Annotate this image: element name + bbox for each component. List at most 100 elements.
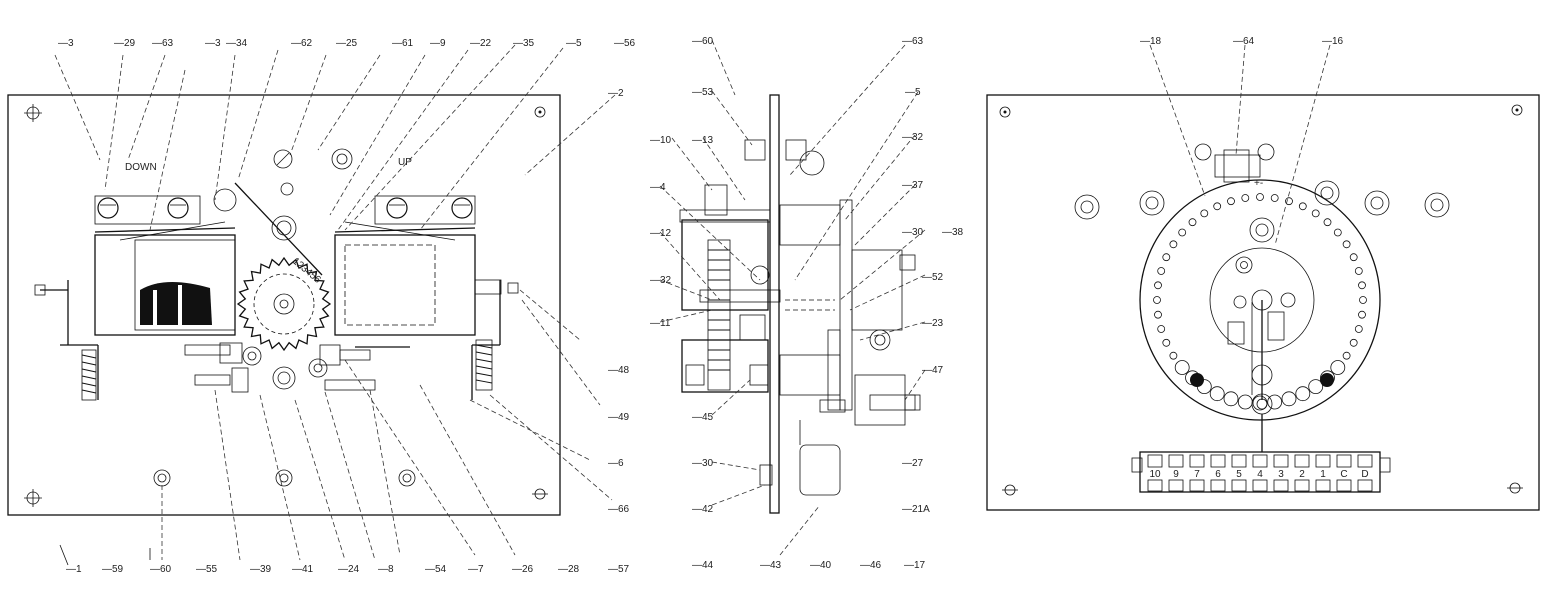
dial-hole: [1298, 202, 1307, 211]
callout-label: —5: [566, 38, 582, 49]
callout-label: —52: [922, 272, 944, 283]
callout-label: —47: [922, 365, 944, 376]
dial-hole: [1162, 253, 1171, 262]
callout-label: —12: [650, 228, 672, 239]
dial-hole: [1270, 194, 1279, 202]
dial-hole: [1330, 360, 1346, 375]
terminal-screw-top: [1315, 454, 1331, 468]
callout-label: —29: [114, 38, 136, 49]
terminal-screw-bottom: [1357, 479, 1373, 492]
terminal-label: 1: [1320, 469, 1326, 480]
dial-hole: [1342, 240, 1351, 249]
callout-label: —45: [692, 412, 714, 423]
dial-hole: [1237, 394, 1253, 410]
callout-label: —30: [692, 458, 714, 469]
dial-hole: [1153, 296, 1161, 304]
terminal-screw-bottom: [1231, 479, 1247, 492]
callout-label: —61: [392, 38, 414, 49]
terminal-label: 5: [1236, 469, 1242, 480]
dial-hole: [1333, 228, 1342, 237]
terminal-screw-top: [1336, 454, 1352, 468]
terminal-screw-top: [1357, 454, 1373, 468]
callout-label: —8: [378, 564, 394, 575]
callout-label: —30: [902, 227, 924, 238]
terminal-screw-bottom: [1294, 479, 1310, 492]
dial-hole: [1178, 228, 1187, 237]
dial-hole: [1308, 379, 1324, 395]
dial-hole: [1354, 325, 1363, 333]
selector-dial: [1139, 179, 1381, 452]
callout-label: —2: [608, 88, 624, 99]
callout-label: —48: [608, 365, 630, 376]
right-nuts: [1074, 180, 1450, 243]
middle-leaders: [659, 39, 926, 556]
callout-label: —37: [902, 180, 924, 191]
callout-label: —16: [1322, 36, 1344, 47]
callout-label: —6: [608, 458, 624, 469]
dial-hole: [1200, 209, 1209, 218]
callout-label: —17: [904, 560, 926, 571]
terminal-screw-top: [1168, 454, 1184, 468]
callout-label: —63: [152, 38, 174, 49]
callout-label: —11: [650, 318, 671, 329]
left-view: 123456: [7, 38, 636, 575]
svg-text:+-: +-: [1254, 178, 1263, 189]
callout-label: —60: [150, 564, 172, 575]
callout-label: —5: [905, 87, 921, 98]
middle-top-labels: —60—63: [692, 36, 924, 47]
callout-label: —41: [292, 564, 314, 575]
callout-label: —1: [66, 564, 82, 575]
middle-panel-edge: [769, 94, 780, 514]
dial-hole: [1241, 194, 1250, 202]
dial-hole: [1154, 281, 1162, 290]
left-nuts: [153, 148, 416, 487]
dial-hole: [1209, 386, 1225, 402]
dial-hole: [1267, 394, 1283, 410]
terminal-screw-top: [1210, 454, 1226, 468]
callout-label: —32: [902, 132, 924, 143]
callout-label: —27: [902, 458, 924, 469]
left-contact-assemblies: [184, 342, 410, 393]
terminal-screw-bottom: [1252, 479, 1268, 492]
terminal-label: D: [1361, 469, 1368, 480]
callout-label: —55: [196, 564, 218, 575]
callout-label: —3: [58, 38, 74, 49]
terminal-screw-top: [1273, 454, 1289, 468]
callout-label: —22: [470, 38, 492, 49]
dial-hole: [1213, 202, 1222, 211]
callout-label: —63: [902, 36, 924, 47]
terminal-screw-bottom: [1273, 479, 1289, 492]
callout-label: —35: [513, 38, 535, 49]
middle-bottom-labels: —44—43—40—46—17: [692, 560, 926, 571]
callout-label: —42: [692, 504, 714, 515]
dial-hole: [1359, 296, 1367, 304]
middle-view: —60—63 —53—10—13—4—12—32—11—45—30—42 —5—…: [650, 36, 964, 571]
dial-hole: [1162, 338, 1171, 347]
callout-label: —26: [512, 564, 534, 575]
callout-label: —9: [430, 38, 446, 49]
dial-hole: [1323, 218, 1332, 227]
callout-label: —4: [650, 182, 666, 193]
callout-label: —3: [205, 38, 221, 49]
terminal-screw-top: [1147, 454, 1163, 468]
callout-label: —57: [608, 564, 630, 575]
callout-label: —25: [336, 38, 358, 49]
dial-hole: [1349, 253, 1358, 262]
dial-hole: [1256, 193, 1264, 201]
callout-label: —23: [922, 318, 944, 329]
dial-hole: [1157, 267, 1166, 275]
middle-left-labels: —53—10—13—4—12—32—11—45—30—42: [650, 87, 714, 515]
dial-hole: [1342, 351, 1351, 360]
callout-label: —10: [650, 135, 672, 146]
callout-label: —59: [102, 564, 124, 575]
down-relay: [34, 195, 236, 401]
callout-label: —64: [1233, 36, 1255, 47]
callout-label: —32: [650, 275, 672, 286]
callout-label: —62: [291, 38, 313, 49]
left-panel-outline: [7, 94, 561, 516]
left-bottom-labels: —1—59—60—55—39—41—24—8—54—7—26—28—57: [66, 564, 630, 575]
dial-hole: [1174, 360, 1190, 375]
down-text: DOWN: [125, 162, 157, 173]
callout-label: —38: [942, 227, 964, 238]
